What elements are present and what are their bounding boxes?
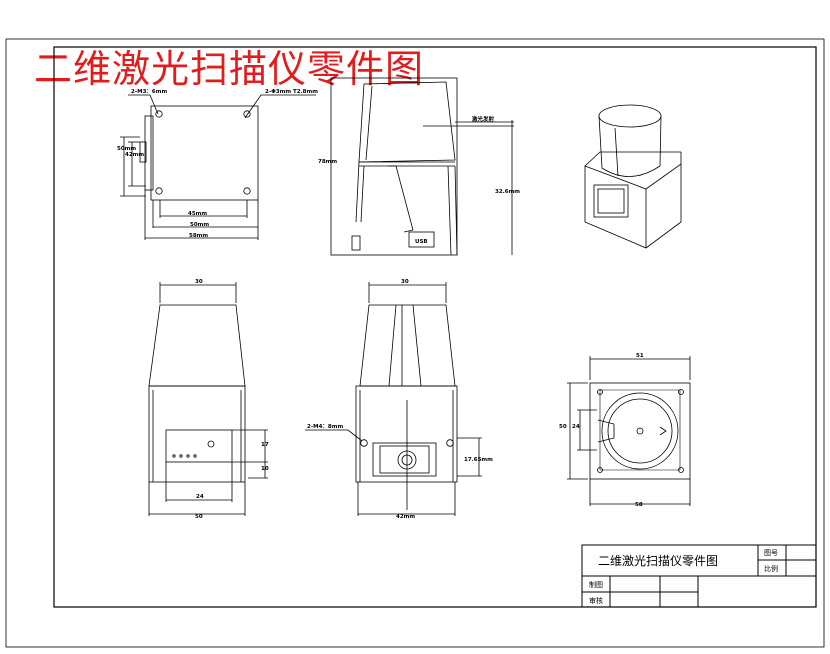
drawing-title: 二维激光扫描仪零件图 bbox=[34, 47, 425, 91]
usb-label: USB bbox=[415, 239, 428, 245]
dim-front-right-lower: 10 bbox=[261, 466, 269, 472]
dim-side-height: 78mm bbox=[318, 159, 337, 165]
dim-plate-width-inner: 45mm bbox=[188, 211, 207, 217]
bottom-mid-back-view bbox=[305, 282, 482, 516]
note-laser-emit: 激光发射 bbox=[472, 115, 495, 123]
note-holes-phi3: 2-Φ3mm T2.8mm bbox=[265, 89, 318, 95]
title-block-label-shenhe: 审核 bbox=[589, 597, 603, 605]
dim-top-view-left-outer: 50 bbox=[559, 424, 567, 430]
dim-front-right-upper: 17 bbox=[261, 442, 269, 448]
title-block-label-zhitu: 制图 bbox=[589, 581, 603, 589]
top-mid-side-view bbox=[330, 77, 514, 256]
dim-top-view-top: 51 bbox=[636, 353, 644, 359]
top-right-isometric-view bbox=[584, 104, 682, 249]
top-left-plate-view bbox=[120, 94, 316, 240]
dim-laser-height: 32.6mm bbox=[495, 189, 520, 195]
dim-front-inner-width: 24 bbox=[196, 494, 204, 500]
dim-back-right: 17.65mm bbox=[464, 457, 493, 463]
dim-back-top: 30 bbox=[401, 279, 409, 285]
title-block-label-tuhao: 图号 bbox=[764, 549, 778, 557]
note-holes-m4: 2-M4：8mm bbox=[307, 424, 343, 430]
dim-plate-width-mid: 50mm bbox=[190, 222, 209, 228]
dim-plate-width-outer: 58mm bbox=[189, 233, 208, 239]
dim-top-view-left-inner: 24 bbox=[572, 424, 580, 430]
dim-top-view-bottom: 58 bbox=[635, 502, 643, 508]
dim-front-top: 30 bbox=[195, 279, 203, 285]
note-holes-m3: 2-M3：6mm bbox=[131, 89, 167, 95]
dim-plate-height-inner: 42mm bbox=[125, 152, 144, 158]
outer-border bbox=[5, 38, 825, 648]
bottom-right-top-view bbox=[567, 356, 691, 506]
dim-plate-height-outer: 50mm bbox=[117, 146, 136, 152]
bottom-left-front-view bbox=[148, 282, 268, 516]
dim-back-bottom: 42mm bbox=[396, 514, 415, 520]
title-block bbox=[581, 544, 817, 608]
dim-front-outer-width: 50 bbox=[195, 514, 203, 520]
title-block-label-bili: 比例 bbox=[764, 565, 778, 573]
inner-border bbox=[53, 46, 817, 608]
title-block-name: 二维激光扫描仪零件图 bbox=[598, 554, 719, 568]
